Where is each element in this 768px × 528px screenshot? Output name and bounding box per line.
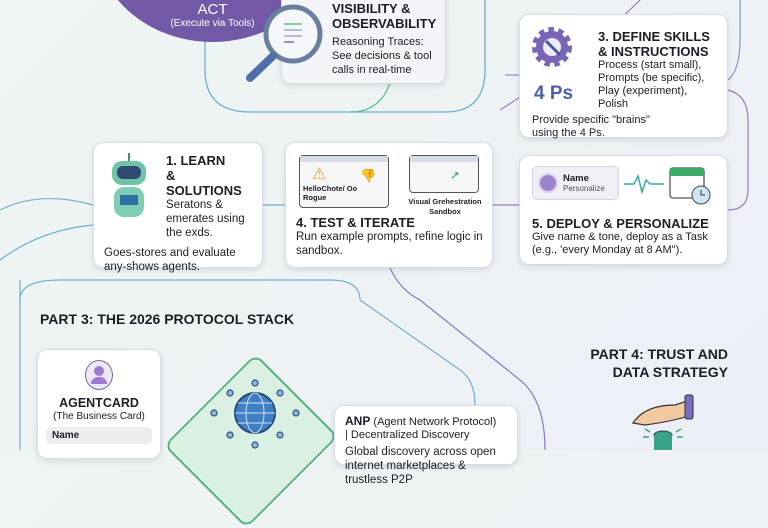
part4-heading-1: PART 4: TRUST AND [590,346,728,362]
step4-body: Run example prompts, refine logic in san… [296,231,483,257]
step3-title-2: & INSTRUCTIONS [598,44,709,59]
sandbox-window-mock: ➚ [409,155,479,193]
magnifier-icon [246,4,323,82]
act-subtitle: (Execute via Tools) [170,18,255,29]
step3-title-1: 3. DEFINE SKILLS [598,29,710,44]
visibility-title-2: OBSERVABILITY [332,16,437,31]
part4-heading-2: DATA STRATEGY [612,364,728,380]
step1-card: 1. LEARN & SOLUTIONS Seratons & emerates… [93,142,263,273]
step3-body: Provide specific "brains" using the 4 Ps… [532,114,650,139]
anp-subtitle: | Decentralized Discovery [345,429,470,441]
mock1-label: HelloChote/ Oo Rogue [303,184,358,202]
step5-title: 5. DEPLOY & PERSONALIZE [532,216,709,231]
name-sub: Personalize [563,184,605,193]
pulse-icon [624,174,664,194]
step3-list: Process (start small), Prompts (be speci… [598,59,705,110]
visibility-title-1: VISIBILITY & [332,1,411,16]
anp-card: ANP (Agent Network Protocol) | Decentral… [334,405,518,486]
globe-network-icon [210,379,300,449]
step4-card: ⚠ 👎 HelloChote/ Oo Rogue ➚ Visual Grehes… [285,142,493,268]
thumbs-down-icon: 👎 [360,168,377,183]
gear-wrench-icon [532,27,572,67]
hand-database-icon [631,394,694,450]
connector-lines [0,0,749,450]
error-window-mock: ⚠ 👎 HelloChote/ Oo Rogue [299,155,389,208]
name-label: Name [563,173,589,184]
agent-avatar-icon [85,360,113,390]
warning-icon: ⚠ [312,166,327,183]
visibility-body: Reasoning Traces: See decisions & tool c… [332,36,432,76]
anp-title-rest: (Agent Network Protocol) [373,416,497,428]
act-title: ACT [197,1,228,18]
calendar-clock-icon [669,167,711,205]
avatar-icon [538,173,558,193]
agentcard-subtitle: (The Business Card) [53,411,145,422]
part3-heading: PART 3: THE 2026 PROTOCOL STACK [40,311,295,327]
anp-body: Global discovery across open internet ma… [345,446,496,486]
agentcard-title: AGENTCARD [59,396,139,410]
robot-icon [112,153,146,217]
step5-body: Give name & tone, deploy as a Task (e.g.… [532,231,708,256]
step1-body: Goes-stores and evaluate any-shows agent… [104,247,236,273]
part4-heading: PART 4: TRUST AND DATA STRATEGY [590,345,728,381]
step1-list: Seratons & emerates using the exds. [166,199,245,239]
step4-title: 4. TEST & ITERATE [296,215,415,230]
cursor-icon: ➚ [450,168,461,182]
four-ps-badge: 4 Ps [534,83,574,104]
step1-title-2: & SOLUTIONS [166,168,242,198]
agentcard-card: AGENTCARD (The Business Card) Name [37,349,161,459]
mock2-label: Visual Grehestration Sandbox [408,197,482,216]
step1-title-1: 1. LEARN [166,153,226,168]
agentcard-name-field: Name [46,427,152,444]
anp-title-bold: ANP [345,414,371,428]
step3-card: 4 Ps 3. DEFINE SKILLS & INSTRUCTIONS Pro… [519,14,728,139]
